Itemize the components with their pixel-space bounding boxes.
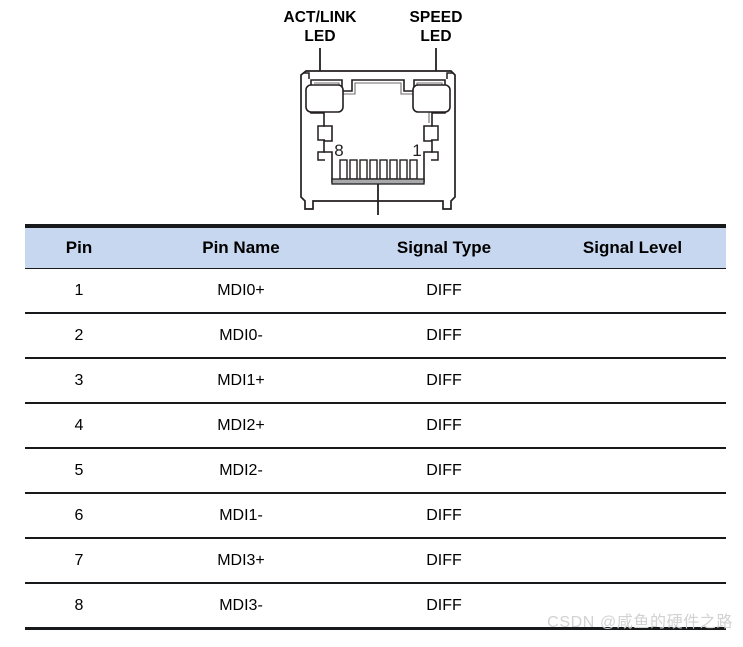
table-row: 2 MDI0- DIFF (25, 313, 726, 359)
contact-pin-8 (339, 159, 348, 180)
column-header-signal-type: Signal Type (349, 224, 539, 269)
cell-signal-level (539, 538, 726, 584)
cell-signal-type: DIFF (349, 268, 539, 314)
act-link-led-label-line1: ACT/LINK (283, 9, 357, 26)
cell-pin: 5 (25, 448, 133, 494)
cell-signal-level (539, 313, 726, 359)
cell-pin-name: MDI3- (133, 583, 349, 630)
contact-pins-group (339, 159, 418, 180)
cell-signal-level (539, 268, 726, 314)
connector-inner-opening (310, 79, 446, 183)
contact-pin-2 (399, 159, 408, 180)
contact-carrier-bar (331, 178, 425, 185)
speed-led-label-line1: SPEED (409, 9, 463, 26)
cell-pin: 7 (25, 538, 133, 584)
contact-pin-7 (349, 159, 358, 180)
cell-pin-name: MDI0+ (133, 268, 349, 314)
cell-signal-type: DIFF (349, 448, 539, 494)
contact-pin-3 (389, 159, 398, 180)
cell-signal-type: DIFF (349, 403, 539, 449)
cell-signal-type: DIFF (349, 493, 539, 539)
cell-signal-type: DIFF (349, 583, 539, 630)
cell-signal-type: DIFF (349, 313, 539, 359)
table-header-row: Pin Pin Name Signal Type Signal Level (25, 224, 726, 269)
cell-signal-level (539, 403, 726, 449)
rj45-pinout-table: Pin Pin Name Signal Type Signal Level 1 … (25, 224, 726, 630)
cell-pin-name: MDI2+ (133, 403, 349, 449)
cell-pin: 4 (25, 403, 133, 449)
table-row: 8 MDI3- DIFF (25, 583, 726, 630)
cell-signal-type: DIFF (349, 358, 539, 404)
cell-pin: 3 (25, 358, 133, 404)
cell-pin: 2 (25, 313, 133, 359)
table-body: 1 MDI0+ DIFF 2 MDI0- DIFF 3 MDI1+ DIFF 4… (25, 268, 726, 630)
housing-corner-tick-right (446, 72, 453, 79)
act-link-led-label: ACT/LINK LED (256, 8, 384, 46)
speed-led-label: SPEED LED (372, 8, 500, 46)
cell-signal-type: DIFF (349, 538, 539, 584)
act-link-led-label-line2: LED (304, 28, 336, 45)
rj45-connector-drawing: 8 1 (300, 48, 456, 215)
cell-signal-level (539, 493, 726, 539)
latch-clip-right-lower (431, 151, 439, 161)
act-link-led-window (305, 84, 344, 113)
cell-pin: 6 (25, 493, 133, 539)
table-row: 4 MDI2+ DIFF (25, 403, 726, 449)
cell-pin-name: MDI3+ (133, 538, 349, 584)
cell-pin-name: MDI2- (133, 448, 349, 494)
column-header-pin: Pin (25, 224, 133, 269)
pin-marker-8: 8 (334, 141, 343, 160)
cell-pin-name: MDI0- (133, 313, 349, 359)
contact-pin-4 (379, 159, 388, 180)
table-row: 3 MDI1+ DIFF (25, 358, 726, 404)
latch-clip-left-lower (317, 151, 325, 161)
contact-pin-1 (409, 159, 418, 180)
table-row: 7 MDI3+ DIFF (25, 538, 726, 584)
cell-signal-level (539, 583, 726, 630)
table-row: 5 MDI2- DIFF (25, 448, 726, 494)
cell-pin-name: MDI1+ (133, 358, 349, 404)
column-header-signal-level: Signal Level (539, 224, 726, 269)
cell-signal-level (539, 448, 726, 494)
cell-pin-name: MDI1- (133, 493, 349, 539)
latch-clip-left (317, 125, 325, 141)
contact-pin-6 (359, 159, 368, 180)
cell-pin: 1 (25, 268, 133, 314)
table-row: 6 MDI1- DIFF (25, 493, 726, 539)
cell-pin: 8 (25, 583, 133, 630)
table-header: Pin Pin Name Signal Type Signal Level (25, 224, 726, 269)
cell-signal-level (539, 358, 726, 404)
connector-diagram: ACT/LINK LED SPEED LED (0, 0, 743, 222)
column-header-pin-name: Pin Name (133, 224, 349, 269)
table-row: 1 MDI0+ DIFF (25, 268, 726, 314)
housing-corner-tick-left (303, 72, 310, 79)
pin-marker-1: 1 (412, 141, 421, 160)
latch-clip-right (431, 125, 439, 141)
contact-pin-5 (369, 159, 378, 180)
speed-led-label-line2: LED (420, 28, 452, 45)
speed-led-window (412, 84, 451, 113)
